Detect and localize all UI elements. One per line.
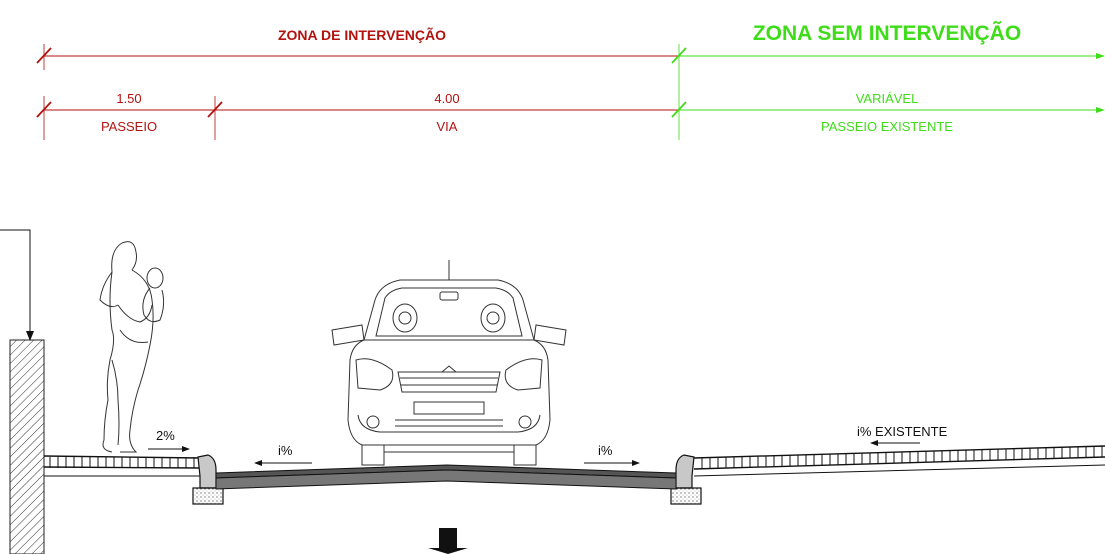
car-front-view bbox=[331, 260, 567, 466]
passeio-label: PASSEIO bbox=[101, 119, 157, 134]
zone-no-intervention-line bbox=[671, 44, 1105, 140]
slope-existing-annotation: i% EXISTENTE bbox=[857, 424, 948, 446]
slope-road-right-annotation: i% bbox=[584, 443, 640, 466]
dimension-line bbox=[36, 96, 1105, 140]
slope-road-left-label: i% bbox=[278, 443, 293, 458]
curb-left bbox=[192, 454, 224, 505]
passeio-dimension-value: 1.50 bbox=[116, 91, 141, 106]
zone-no-intervention-title: ZONA SEM INTERVENÇÃO bbox=[753, 22, 1021, 45]
slope-road-right-label: i% bbox=[598, 443, 613, 458]
slope-existing-label: i% EXISTENTE bbox=[857, 424, 948, 439]
via-label: VIA bbox=[437, 119, 458, 134]
slope-sidewalk-annotation: 2% bbox=[148, 428, 190, 452]
sidewalk-left bbox=[43, 455, 201, 477]
down-arrow-icon bbox=[428, 528, 468, 554]
zone-intervention-title: ZONA DE INTERVENÇÃO bbox=[278, 26, 446, 43]
existente-dimension-value: VARIÁVEL bbox=[856, 91, 919, 106]
curb-right bbox=[670, 454, 702, 505]
via-dimension-value: 4.00 bbox=[434, 91, 459, 106]
building-wall bbox=[0, 229, 45, 554]
slope-road-left-annotation: i% bbox=[254, 443, 312, 466]
sidewalk-right-existing bbox=[693, 445, 1105, 477]
existente-label: PASSEIO EXISTENTE bbox=[821, 119, 953, 134]
zone-intervention-line bbox=[36, 44, 679, 70]
road-pavement bbox=[215, 464, 677, 490]
pedestrian-figure bbox=[99, 241, 165, 453]
slope-sidewalk-label: 2% bbox=[156, 428, 175, 443]
